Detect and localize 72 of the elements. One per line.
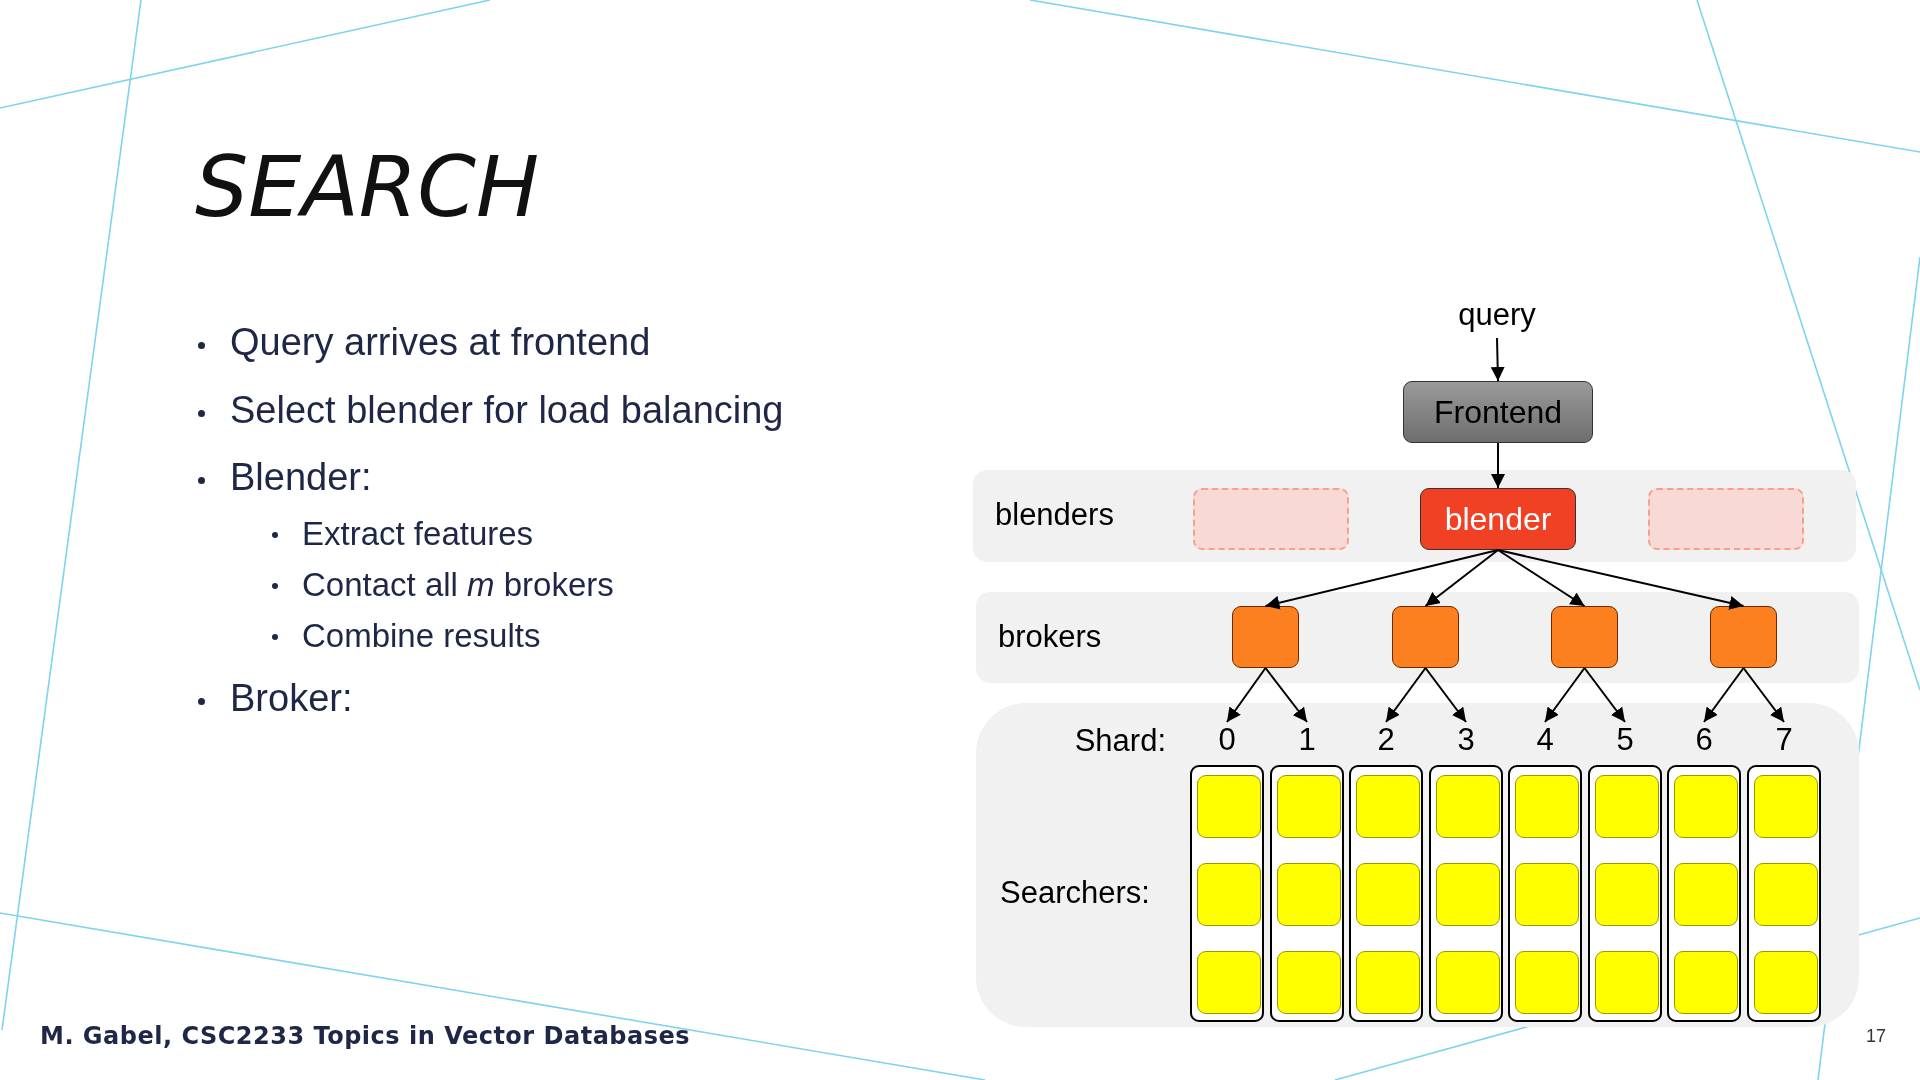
broker-box <box>1551 606 1618 668</box>
searcher-box <box>1595 863 1659 926</box>
arrow <box>1424 549 1499 607</box>
searcher-box <box>1436 951 1500 1014</box>
arrow <box>1703 667 1745 723</box>
searcher-box <box>1436 775 1500 838</box>
arrow <box>1490 337 1505 382</box>
placeholder-box <box>1648 488 1804 550</box>
bullet-text: Blender: <box>230 456 372 499</box>
searcher-box <box>1197 951 1261 1014</box>
bullet-text: Extract features <box>302 515 534 553</box>
process-box: blender <box>1420 488 1576 550</box>
searcher-box <box>1515 863 1579 926</box>
searcher-box <box>1674 863 1738 926</box>
searcher-box <box>1277 951 1341 1014</box>
shard-number: 2 <box>1376 722 1396 758</box>
lane-label: blenders <box>995 497 1114 533</box>
arrow <box>1544 667 1586 723</box>
searcher-box <box>1515 951 1579 1014</box>
searcher-box <box>1515 775 1579 838</box>
arrow <box>1583 667 1626 723</box>
placeholder-box <box>1193 488 1349 550</box>
searcher-box <box>1277 775 1341 838</box>
searcher-box <box>1197 863 1261 926</box>
bullet-text: Query arrives at frontend <box>230 321 651 364</box>
lane-band <box>976 703 1859 1027</box>
searcher-box <box>1674 951 1738 1014</box>
shard-number: 7 <box>1774 722 1794 758</box>
searcher-box <box>1277 863 1341 926</box>
page-number: 17 <box>1866 1026 1887 1047</box>
arrow <box>1264 667 1308 723</box>
shard-number: 5 <box>1615 722 1635 758</box>
row-label: Searchers: <box>1000 875 1150 911</box>
searcher-box <box>1197 775 1261 838</box>
searcher-box <box>1595 775 1659 838</box>
shard-number: 6 <box>1694 722 1714 758</box>
searcher-box <box>1356 775 1420 838</box>
searcher-box <box>1356 863 1420 926</box>
arrow <box>1264 549 1499 610</box>
arrow <box>1385 667 1427 723</box>
slide-title: SEARCH <box>195 138 540 236</box>
bullet-text: Select blender for load balancing <box>230 389 784 432</box>
bullet-text: Combine results <box>302 617 541 655</box>
query-label: query <box>1447 292 1547 338</box>
shard-number: 3 <box>1456 722 1476 758</box>
searcher-box <box>1754 775 1818 838</box>
shard-number: 1 <box>1297 722 1317 758</box>
shard-number: 4 <box>1535 722 1555 758</box>
bullet-text: Contact all m brokers <box>302 566 614 604</box>
searcher-box <box>1356 951 1420 1014</box>
arrow <box>1424 667 1467 723</box>
lane-band <box>976 592 1859 683</box>
arrow <box>1497 549 1745 610</box>
bullet-text: Broker: <box>230 677 353 720</box>
searcher-box <box>1436 863 1500 926</box>
searcher-box <box>1754 863 1818 926</box>
searcher-box <box>1595 951 1659 1014</box>
process-box: Frontend <box>1403 381 1593 443</box>
shard-number: 0 <box>1217 722 1237 758</box>
footer: M. Gabel, CSC2233 Topics in Vector Databases <box>40 1022 691 1050</box>
searcher-box <box>1754 951 1818 1014</box>
row-label: Shard: <box>1074 723 1166 759</box>
lane-label: brokers <box>998 618 1102 655</box>
broker-box <box>1710 606 1777 668</box>
arrow <box>1497 549 1586 607</box>
arrow <box>1226 667 1267 723</box>
searcher-box <box>1674 775 1738 838</box>
arrow <box>1491 442 1505 489</box>
broker-box <box>1392 606 1459 668</box>
broker-box <box>1232 606 1299 668</box>
arrow <box>1742 667 1785 723</box>
lane-band <box>973 470 1856 562</box>
